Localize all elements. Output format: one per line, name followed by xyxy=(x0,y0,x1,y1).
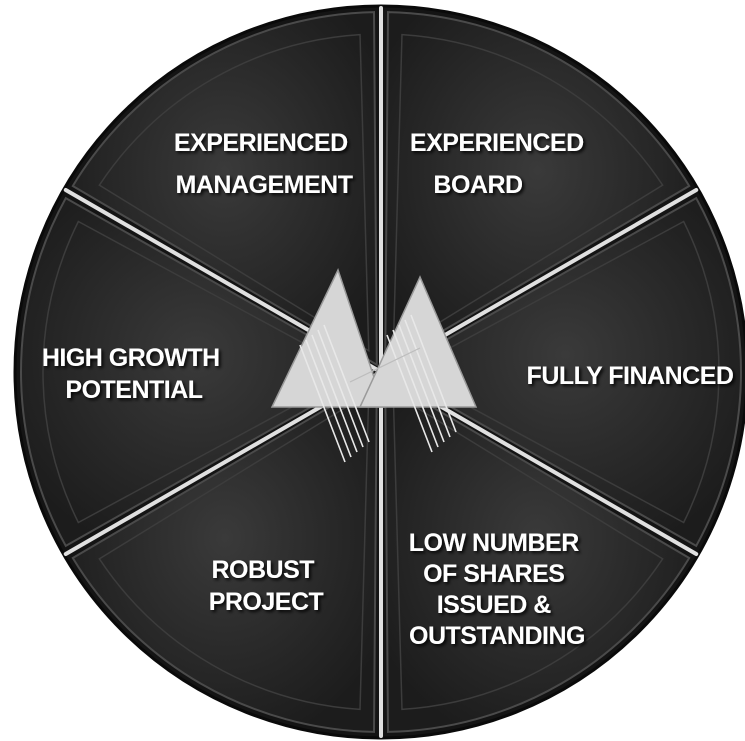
label-low-number-of-shares: LOW NUMBER OF SHARES ISSUED & OUTSTANDIN… xyxy=(409,529,585,650)
segment-bevel-experienced-management xyxy=(98,33,370,353)
segment-experienced-board xyxy=(384,11,691,367)
segment-robust-project xyxy=(71,377,378,733)
segment-bevel-robust-project xyxy=(98,391,370,711)
segment-bevel-experienced-board xyxy=(392,33,664,353)
label-high-growth-potential: HIGH GROWTH POTENTIAL xyxy=(42,344,226,404)
segment-bevel-high-growth-potential xyxy=(42,220,359,524)
twin-mountain-logo-icon xyxy=(270,268,478,463)
label-robust-project: ROBUST PROJECT xyxy=(209,556,324,616)
segment-bevel-low-number-of-shares xyxy=(392,391,664,711)
segment-experienced-management xyxy=(71,11,378,367)
segment-high-growth-potential xyxy=(20,196,375,548)
label-experienced-board: EXPERIENCED BOARD xyxy=(410,129,590,199)
label-fully-financed: FULLY FINANCED xyxy=(527,362,734,390)
segment-fully-financed xyxy=(387,196,742,548)
segment-bevel-fully-financed xyxy=(403,220,720,524)
label-experienced-management: EXPERIENCED MANAGEMENT xyxy=(174,129,354,199)
segment-low-number-of-shares xyxy=(384,377,691,733)
